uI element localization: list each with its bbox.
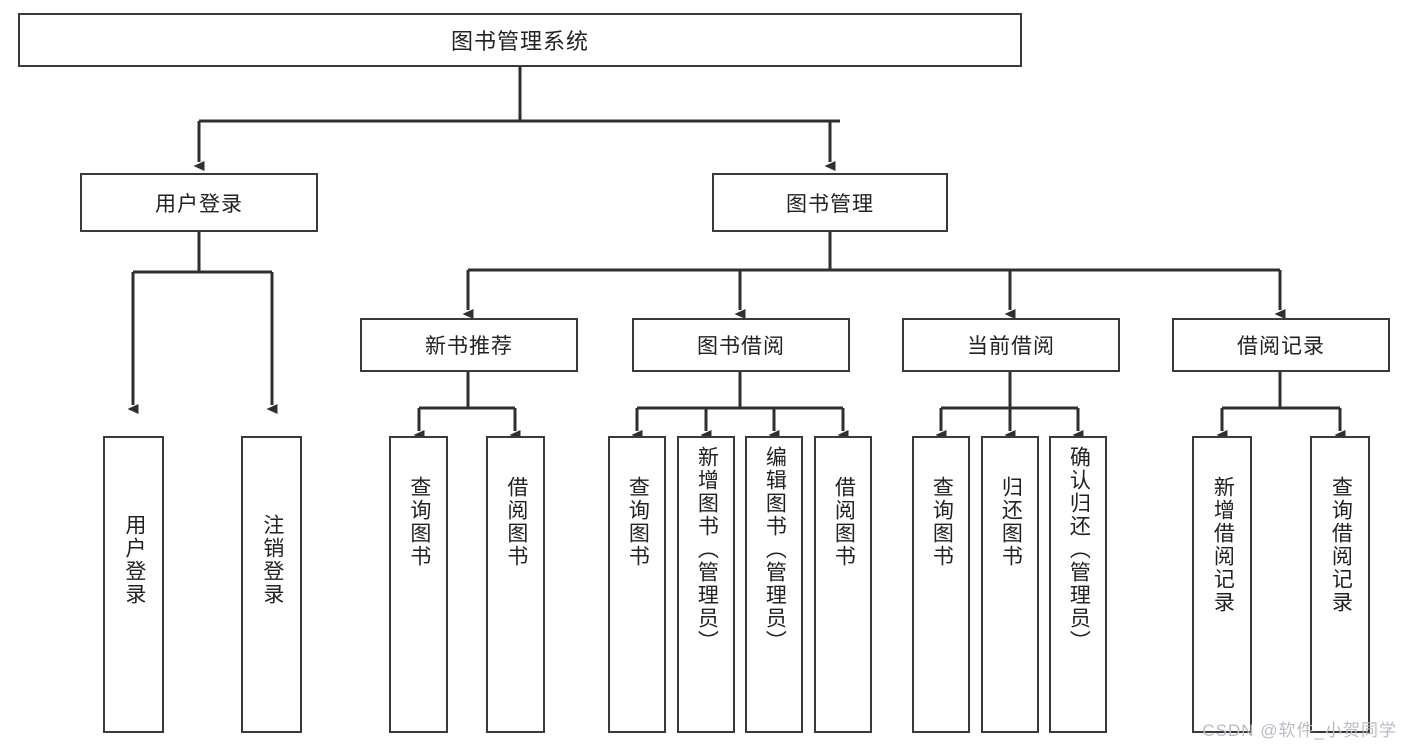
leaf-current-confirm-return-admin[interactable]: 确认归还（管理员）	[1049, 436, 1107, 733]
leaf-label: 编辑图书（管理员）	[763, 446, 787, 653]
leaf-label: 查询图书	[626, 476, 650, 568]
leaf-label: 新增借阅记录	[1211, 476, 1235, 614]
leaf-borrow-query-book[interactable]: 查询图书	[608, 436, 666, 733]
leaf-current-query-book[interactable]: 查询图书	[912, 436, 970, 733]
leaf-current-return-book[interactable]: 归还图书	[981, 436, 1039, 733]
leaf-new-book-query[interactable]: 查询图书	[389, 436, 448, 733]
node-book-manage[interactable]: 图书管理	[712, 173, 948, 232]
leaf-label: 查询图书	[407, 476, 431, 568]
node-user-login[interactable]: 用户登录	[80, 173, 318, 232]
leaf-label: 注销登录	[260, 514, 284, 606]
leaf-user-login-login[interactable]: 用户登录	[103, 436, 164, 733]
node-book-borrow[interactable]: 图书借阅	[632, 318, 850, 372]
leaf-record-query-record[interactable]: 查询借阅记录	[1310, 436, 1370, 733]
leaf-label: 借阅图书	[832, 476, 856, 568]
leaf-label: 确认归还（管理员）	[1067, 446, 1091, 653]
leaf-label: 查询借阅记录	[1329, 476, 1353, 614]
leaf-user-login-logout[interactable]: 注销登录	[241, 436, 302, 733]
leaf-label: 借阅图书	[504, 476, 528, 568]
leaf-borrow-borrow-book[interactable]: 借阅图书	[814, 436, 872, 733]
leaf-record-add-record[interactable]: 新增借阅记录	[1192, 436, 1252, 733]
leaf-new-book-borrow[interactable]: 借阅图书	[486, 436, 545, 733]
leaf-label: 新增图书（管理员）	[695, 446, 719, 653]
leaf-label: 归还图书	[999, 476, 1023, 568]
node-root[interactable]: 图书管理系统	[18, 13, 1022, 67]
leaf-borrow-edit-book-admin[interactable]: 编辑图书（管理员）	[745, 436, 803, 733]
node-new-book-recommend[interactable]: 新书推荐	[360, 318, 578, 372]
leaf-borrow-add-book-admin[interactable]: 新增图书（管理员）	[677, 436, 735, 733]
leaf-label: 用户登录	[122, 514, 146, 606]
leaf-label: 查询图书	[930, 476, 954, 568]
node-current-borrow[interactable]: 当前借阅	[902, 318, 1120, 372]
node-borrow-record[interactable]: 借阅记录	[1172, 318, 1390, 372]
